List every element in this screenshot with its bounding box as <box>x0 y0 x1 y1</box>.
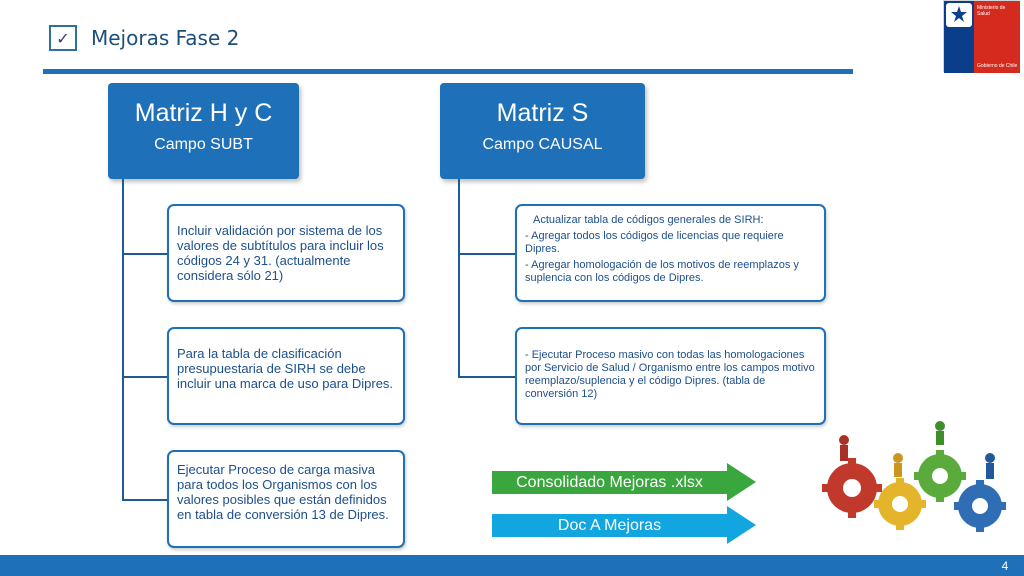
title-divider <box>43 69 853 74</box>
logo-government-text: Gobierno de Chile <box>977 63 1018 69</box>
red-gear-icon <box>822 458 882 518</box>
left-branch-1 <box>122 253 167 255</box>
gears-teamwork-illustration <box>822 421 1006 532</box>
right-item-1: Actualizar tabla de códigos generales de… <box>515 204 826 302</box>
matrix-s-subtitle: Campo CAUSAL <box>482 136 603 153</box>
left-item-3: Ejecutar Proceso de carga masiva para to… <box>167 450 405 548</box>
right-item-2: - Ejecutar Proceso masivo con todas las … <box>515 327 826 425</box>
doc-arrow-label: Doc A Mejoras <box>492 514 727 537</box>
right-item-1-line2: - Agregar homologación de los motivos de… <box>525 259 799 284</box>
yellow-gear-icon <box>874 478 926 530</box>
person-figures-icon <box>839 421 995 479</box>
left-branch-2 <box>122 376 167 378</box>
coat-of-arms-icon <box>946 3 972 27</box>
right-item-1-line1: - Agregar todos los códigos de licencias… <box>525 230 784 255</box>
left-item-2: Para la tabla de clasificación presupues… <box>167 327 405 425</box>
footer-bar <box>0 555 1024 576</box>
arrow-head-icon <box>727 506 756 544</box>
matrix-s-header: Matriz S Campo CAUSAL <box>440 83 645 179</box>
arrow-head-icon <box>727 463 756 501</box>
right-item-1-heading: Actualizar tabla de códigos generales de… <box>533 214 764 226</box>
right-tree-line <box>458 179 460 377</box>
right-branch-2 <box>458 376 515 378</box>
page-title: Mejoras Fase 2 <box>91 26 240 50</box>
matrix-hc-title: Matriz H y C <box>134 99 273 127</box>
matrix-s-title: Matriz S <box>496 99 589 127</box>
left-branch-3 <box>122 499 167 501</box>
consolidated-arrow-label: Consolidado Mejoras .xlsx <box>492 471 727 494</box>
ministry-logo: Ministerio de Salud Gobierno de Chile <box>943 0 1020 73</box>
page-number: 4 <box>986 555 1024 576</box>
doc-arrow: Doc A Mejoras <box>492 506 756 544</box>
checkbox-icon: ✓ <box>49 25 77 51</box>
blue-gear-icon <box>954 480 1006 532</box>
matrix-hc-subtitle: Campo SUBT <box>154 136 253 153</box>
logo-ministry-text: Ministerio de Salud <box>977 5 1006 17</box>
check-mark: ✓ <box>56 28 70 48</box>
consolidated-arrow: Consolidado Mejoras .xlsx <box>492 463 756 501</box>
left-tree-line <box>122 179 124 500</box>
matrix-hc-header: Matriz H y C Campo SUBT <box>108 83 299 179</box>
left-item-1: Incluir validación por sistema de los va… <box>167 204 405 302</box>
right-branch-1 <box>458 253 515 255</box>
green-gear-icon <box>914 450 966 502</box>
